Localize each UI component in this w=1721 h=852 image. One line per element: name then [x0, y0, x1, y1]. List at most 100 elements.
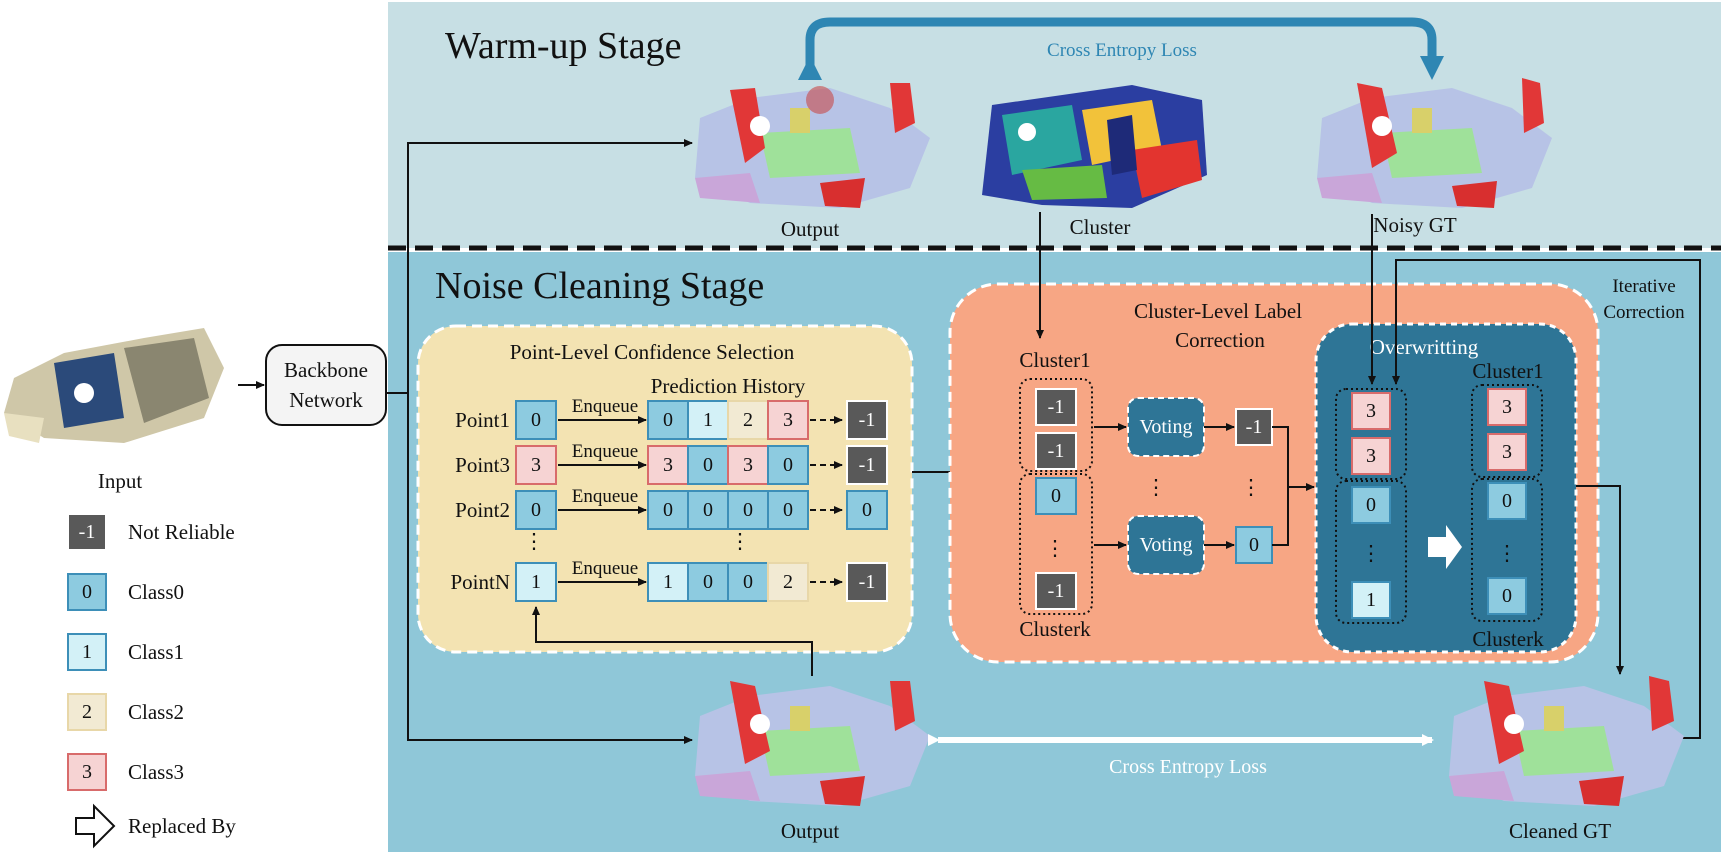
- before-box-2: 0: [1351, 486, 1391, 524]
- after-box-3-value: 0: [1502, 585, 1512, 607]
- point-value-1-value: 3: [531, 454, 541, 476]
- point-result-0-value: -1: [859, 409, 876, 431]
- result-ellipsis: ⋮: [1241, 475, 1262, 499]
- legend-swatch-0: -1: [67, 513, 107, 551]
- before-box-2-value: 0: [1366, 494, 1376, 516]
- legend-swatch-1: 0: [67, 573, 107, 611]
- history-2-2: 0: [727, 490, 769, 530]
- backbone-line1: Backbone: [284, 358, 368, 382]
- replaced-by-arrow-icon: [1428, 525, 1462, 569]
- history-0-0: 0: [647, 400, 689, 440]
- history-0-3-value: 3: [783, 409, 793, 431]
- legend-swatch-3: 2: [67, 693, 107, 731]
- cluster1-label: Cluster1: [1019, 348, 1090, 372]
- prediction-history-title: Prediction History: [651, 374, 806, 398]
- history-0-1-value: 1: [703, 409, 713, 431]
- history-2-0-value: 0: [663, 499, 673, 521]
- overwrite-clusterk-label: Clusterk: [1472, 627, 1544, 651]
- legend-swatch-0-value: -1: [79, 521, 96, 543]
- legend-label-3: Class2: [128, 700, 184, 724]
- before-clusterk-group: [1335, 480, 1407, 624]
- noisy-gt-scene: [1317, 78, 1552, 208]
- after-cluster1-group: [1471, 384, 1543, 478]
- cluster1-box-0: -1: [1035, 388, 1077, 426]
- bottom-output-scene: [695, 681, 930, 806]
- warmup-output-scene: [695, 83, 930, 208]
- backbone-line2: Network: [289, 388, 363, 412]
- point-label-0: Point1: [455, 408, 510, 432]
- after-box-0-value: 3: [1502, 396, 1512, 418]
- history-0-2-value: 2: [743, 409, 753, 431]
- history-2-3: 0: [767, 490, 809, 530]
- legend-label-4: Class3: [128, 760, 184, 784]
- cluster-ellipsis: ⋮: [1045, 536, 1066, 560]
- cleaned-gt-label: Cleaned GT: [1509, 819, 1611, 843]
- vote-result-0: -1: [1235, 408, 1273, 446]
- point-label-3: PointN: [450, 570, 510, 594]
- point-level-title: Point-Level Confidence Selection: [510, 340, 795, 364]
- point-value-0-value: 0: [531, 409, 541, 431]
- before-box-0: 3: [1351, 392, 1391, 430]
- legend-swatch-4-value: 3: [82, 761, 92, 783]
- legend-label-1: Class0: [128, 580, 184, 604]
- warmup-stage-title: Warm-up Stage: [445, 25, 681, 67]
- history-3-1-value: 0: [703, 571, 713, 593]
- legend-label-5: Replaced By: [128, 814, 236, 838]
- iterative-label-1: Iterative: [1612, 276, 1675, 297]
- after-box-1-value: 3: [1502, 441, 1512, 463]
- legend-label-0: Not Reliable: [128, 520, 235, 544]
- after-clusterk-group: [1471, 478, 1543, 622]
- enqueue-label-0: Enqueue: [572, 396, 638, 417]
- after-box-1: 3: [1487, 433, 1527, 471]
- before-box-1: 3: [1351, 437, 1391, 475]
- history-3-0-value: 1: [663, 571, 673, 593]
- history-3-2: 0: [727, 562, 769, 602]
- warmup-output-label: Output: [781, 217, 840, 241]
- clusterk-box-0-value: 0: [1051, 485, 1061, 507]
- before-box-0-value: 3: [1366, 400, 1376, 422]
- backbone-to-warmup-output-arrow: [386, 139, 693, 394]
- warmup-cluster-label: Cluster: [1070, 215, 1131, 239]
- point-value-2: 0: [515, 490, 557, 530]
- history-2-1-value: 0: [703, 499, 713, 521]
- enqueue-label-3: Enqueue: [572, 558, 638, 579]
- after-box-0: 3: [1487, 388, 1527, 426]
- history-1-2-value: 3: [743, 454, 753, 476]
- clusterk-box-1: -1: [1035, 572, 1077, 610]
- history-1-3-value: 0: [783, 454, 793, 476]
- history-0-0-value: 0: [663, 409, 673, 431]
- history-1-2: 3: [727, 445, 769, 485]
- before-cluster1-group: [1335, 388, 1407, 480]
- history-1-3: 0: [767, 445, 809, 485]
- replaced-by-legend-icon: [75, 803, 116, 849]
- voting-ellipsis: ⋮: [1146, 475, 1167, 499]
- input-label: Input: [98, 469, 142, 493]
- history-0-2: 2: [727, 400, 769, 440]
- history-2-0: 0: [647, 490, 689, 530]
- clusterk-group: [1019, 473, 1093, 615]
- cluster-level-title-1: Cluster-Level Label: [1134, 299, 1302, 323]
- warmup-loss-label: Cross Entropy Loss: [1047, 40, 1197, 61]
- history-2-1: 0: [687, 490, 729, 530]
- legend-swatch-4: 3: [67, 753, 107, 791]
- point-value-2-value: 0: [531, 499, 541, 521]
- point-value-0: 0: [515, 400, 557, 440]
- after-ellipsis: ⋮: [1497, 541, 1518, 565]
- point-result-3: -1: [846, 562, 888, 602]
- history-3-3: 2: [767, 562, 809, 602]
- clusterk-box-0: 0: [1035, 477, 1077, 515]
- history-1-0-value: 3: [663, 454, 673, 476]
- clusterk-label: Clusterk: [1019, 617, 1091, 641]
- point-label-1: Point3: [455, 453, 510, 477]
- point-result-0: -1: [846, 400, 888, 440]
- point-result-1-value: -1: [859, 454, 876, 476]
- history-0-1: 1: [687, 400, 729, 440]
- cluster-level-title-2: Correction: [1175, 328, 1265, 352]
- cluster1-box-1-value: -1: [1048, 440, 1065, 462]
- history-3-3-value: 2: [783, 571, 793, 593]
- vote-result-1-value: 0: [1249, 534, 1259, 556]
- history-2-2-value: 0: [743, 499, 753, 521]
